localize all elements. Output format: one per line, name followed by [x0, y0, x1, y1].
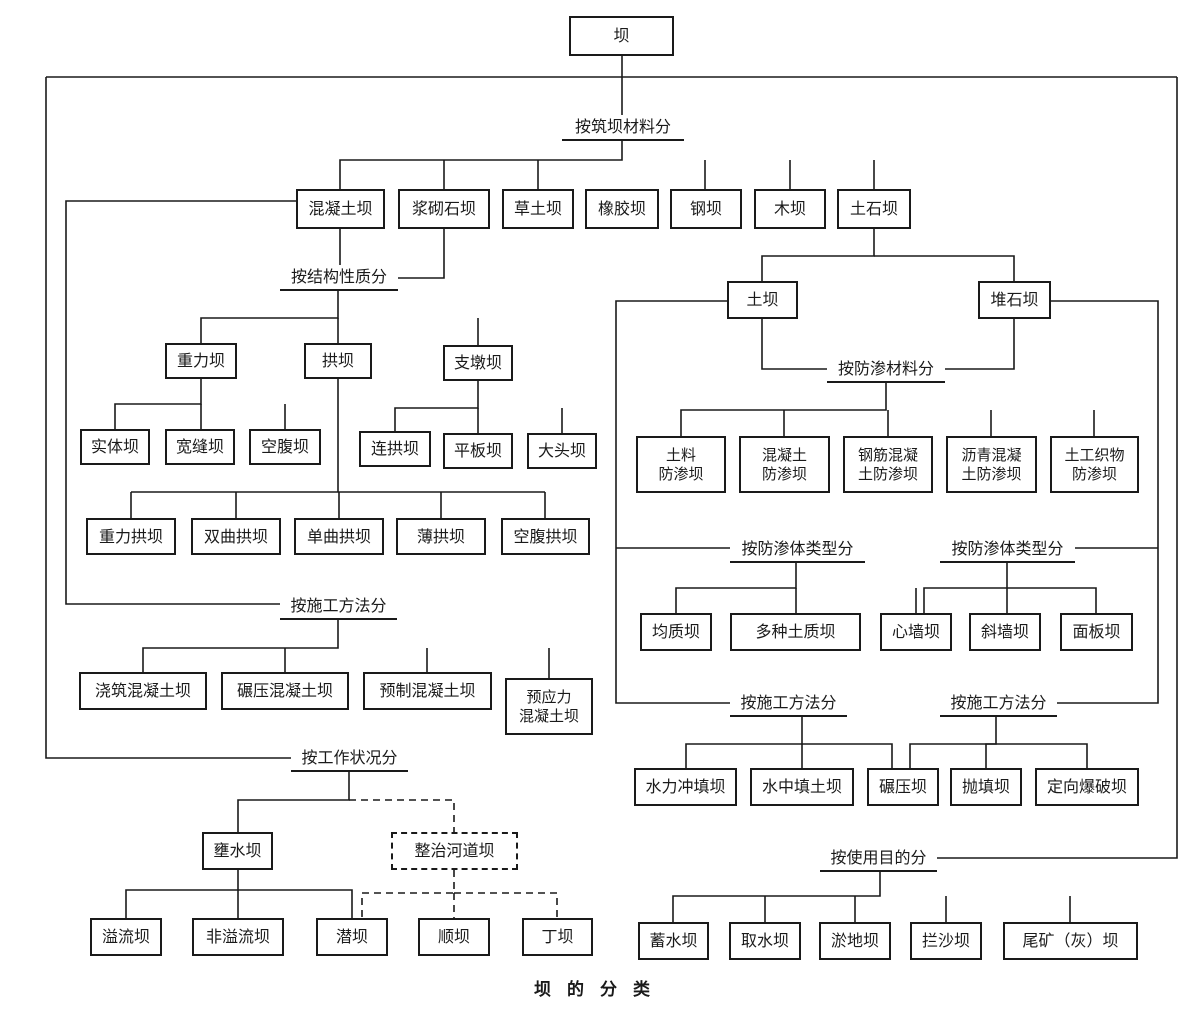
connector: [874, 255, 1015, 281]
node-massive-head-dam: 大头坝: [527, 433, 597, 469]
node-rubber-dam: 橡胶坝: [585, 189, 659, 229]
criterion-seep-type-b: 按防渗体类型分: [940, 537, 1075, 563]
node-masonry-dam: 浆砌石坝: [398, 189, 490, 229]
node-non-overflow-dam: 非溢流坝: [192, 918, 284, 956]
node-tailings-dam: 尾矿（灰）坝: [1003, 922, 1138, 960]
node-earth-dam: 土坝: [727, 281, 798, 319]
node-storage-dam: 蓄水坝: [638, 922, 709, 960]
node-sand-check-dam: 拦沙坝: [910, 922, 982, 960]
node-prestressed-concrete-dam: 预应力 混凝土坝: [505, 678, 593, 735]
node-retaining-dam: 壅水坝: [202, 832, 273, 870]
node-precast-concrete-dam: 预制混凝土坝: [363, 672, 492, 710]
connector: [615, 300, 730, 704]
node-double-curvature-arch-dam: 双曲拱坝: [191, 518, 281, 555]
figure-caption: 坝的分类: [534, 980, 666, 1001]
node-steel-dam: 钢坝: [670, 189, 742, 229]
node-asphalt-seepage-dam: 沥青混凝 土防渗坝: [946, 436, 1037, 493]
node-single-curvature-arch-dam: 单曲拱坝: [294, 518, 384, 555]
connector: [937, 77, 1178, 859]
criterion-earth-method-b: 按施工方法分: [940, 691, 1057, 717]
node-longitudinal-dam: 顺坝: [418, 918, 490, 956]
criterion-concrete-method: 按施工方法分: [280, 594, 397, 620]
node-rc-seepage-dam: 钢筋混凝 土防渗坝: [843, 436, 933, 493]
criterion-structure: 按结构性质分: [280, 265, 398, 291]
node-geotextile-seepage-dam: 土工织物 防渗坝: [1050, 436, 1139, 493]
node-overflow-dam: 溢流坝: [90, 918, 162, 956]
connector: [761, 229, 875, 281]
dashed-connector: [454, 892, 558, 918]
node-rolled-dam: 碾压坝: [867, 768, 939, 806]
node-submerged-dam: 潜坝: [316, 918, 388, 956]
connector: [1007, 587, 1097, 613]
node-concrete-dam: 混凝土坝: [296, 189, 385, 229]
node-multi-arch-dam: 连拱坝: [359, 431, 431, 467]
connector: [65, 200, 296, 605]
node-gravity-arch-dam: 重力拱坝: [86, 518, 176, 555]
node-buttress-dam: 支墩坝: [443, 345, 513, 381]
criterion-earth-method-a: 按施工方法分: [730, 691, 847, 717]
node-inclined-wall-dam: 斜墙坝: [969, 613, 1041, 651]
connector: [985, 743, 996, 768]
connector: [114, 379, 202, 429]
connector: [923, 563, 1008, 613]
connector: [125, 870, 239, 918]
node-intake-dam: 取水坝: [729, 922, 801, 960]
node-grass-dam: 草土坝: [502, 189, 574, 229]
node-wide-joint-dam: 宽缝坝: [165, 429, 235, 465]
dashed-connector: [361, 870, 455, 918]
node-spur-dike: 丁坝: [522, 918, 593, 956]
node-dumped-dam: 抛填坝: [950, 768, 1022, 806]
criterion-purpose: 按使用目的分: [820, 846, 937, 872]
connector: [200, 291, 339, 343]
node-river-training-dam: 整治河道坝: [391, 832, 518, 870]
node-earthrock-dam: 土石坝: [837, 189, 911, 229]
node-rcc-dam: 碾压混凝土坝: [221, 672, 349, 710]
node-face-slab-dam: 面板坝: [1060, 613, 1133, 651]
node-arch-dam: 拱坝: [304, 343, 372, 379]
node-hollow-arch-dam: 空腹拱坝: [501, 518, 590, 555]
criterion-material: 按筑坝材料分: [562, 115, 684, 141]
node-homogeneous-dam: 均质坝: [640, 613, 712, 651]
connector: [675, 563, 797, 613]
criterion-work: 按工作状况分: [291, 746, 408, 772]
connector: [685, 717, 803, 768]
connector: [672, 872, 881, 922]
connector: [238, 889, 353, 918]
connector: [1051, 300, 1159, 704]
node-solid-dam: 实体坝: [80, 429, 150, 465]
connector: [394, 381, 479, 431]
node-concrete-seepage-dam: 混凝土 防渗坝: [739, 436, 830, 493]
node-silt-check-dam: 淤地坝: [819, 922, 891, 960]
criterion-seep-type-a: 按防渗体类型分: [730, 537, 865, 563]
connector: [142, 620, 339, 672]
node-core-wall-dam: 心墙坝: [880, 613, 952, 651]
dashed-connector: [349, 799, 455, 832]
criterion-seep-material: 按防渗材料分: [827, 357, 945, 383]
root-node: 坝: [569, 16, 674, 56]
node-zoned-dam: 多种土质坝: [730, 613, 861, 651]
connector: [45, 77, 291, 759]
node-underwater-fill-dam: 水中填土坝: [750, 768, 854, 806]
connector: [398, 229, 445, 279]
node-hollow-dam: 空腹坝: [249, 429, 321, 465]
node-cast-concrete-dam: 浇筑混凝土坝: [79, 672, 207, 710]
node-directional-blasting-dam: 定向爆破坝: [1035, 768, 1139, 806]
connector: [909, 717, 997, 768]
connector: [945, 319, 1015, 370]
node-soil-seepage-dam: 土料 防渗坝: [636, 436, 726, 493]
connector: [761, 319, 827, 370]
connector: [237, 772, 350, 832]
node-thin-arch-dam: 薄拱坝: [396, 518, 486, 555]
node-flat-slab-dam: 平板坝: [443, 433, 513, 469]
node-rockfill-dam: 堆石坝: [978, 281, 1051, 319]
node-wood-dam: 木坝: [754, 189, 826, 229]
node-gravity-dam: 重力坝: [165, 343, 237, 379]
connector: [339, 141, 623, 189]
connector: [802, 743, 893, 768]
connector: [996, 743, 1088, 768]
node-hydraulic-fill-dam: 水力冲填坝: [634, 768, 737, 806]
